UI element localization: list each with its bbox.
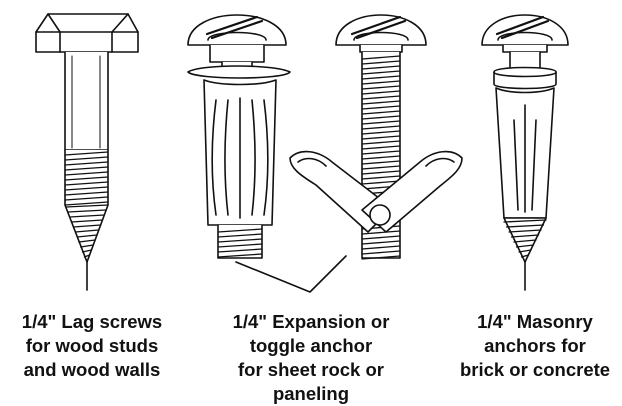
thread-line bbox=[64, 171, 109, 176]
expansion-anchor-icon bbox=[187, 14, 291, 259]
caption-lag-screws: 1/4" Lag screws for wood studs and wood … bbox=[0, 310, 184, 382]
thread-line bbox=[361, 170, 401, 175]
thread-line bbox=[69, 214, 105, 218]
thread-line bbox=[217, 228, 263, 233]
thread-line bbox=[361, 130, 401, 135]
thread-line bbox=[361, 65, 401, 70]
thread-line bbox=[76, 234, 98, 238]
thread-line bbox=[520, 254, 530, 258]
thread-line bbox=[361, 80, 401, 85]
thread-line bbox=[361, 55, 401, 60]
thread-line bbox=[361, 105, 401, 110]
thread-line bbox=[361, 70, 401, 75]
thread-line bbox=[64, 201, 109, 206]
lag-screw-icon bbox=[35, 13, 139, 291]
masonry-anchor-icon bbox=[481, 14, 569, 291]
thread-line bbox=[361, 100, 401, 105]
thread-line bbox=[80, 244, 94, 248]
thread-line bbox=[361, 110, 401, 115]
thread-line bbox=[67, 209, 107, 213]
thread-line bbox=[64, 151, 109, 156]
thread-line bbox=[64, 186, 109, 191]
thread-line bbox=[361, 250, 401, 255]
caption-lag-line-3: and wood walls bbox=[23, 359, 161, 380]
thread-line bbox=[72, 224, 102, 228]
thread-line bbox=[361, 85, 401, 90]
thread-line bbox=[217, 248, 263, 253]
caption-exp-line-4: paneling bbox=[272, 383, 350, 404]
thread-line bbox=[81, 249, 93, 253]
thread-line bbox=[64, 161, 109, 166]
thread-line bbox=[361, 255, 401, 260]
thread-line bbox=[361, 120, 401, 125]
thread-line bbox=[361, 155, 401, 160]
thread-line bbox=[361, 115, 401, 120]
thread-line bbox=[70, 219, 104, 223]
caption-exp-line-2: toggle anchor bbox=[249, 335, 373, 356]
thread-line bbox=[361, 165, 401, 170]
thread-line bbox=[217, 243, 263, 248]
caption-lag-line-1: 1/4" Lag screws bbox=[21, 311, 163, 332]
caption-exp-line-1: 1/4" Expansion or bbox=[232, 311, 390, 332]
caption-mas-line-3: brick or concrete bbox=[459, 359, 611, 380]
thread-line bbox=[361, 175, 401, 180]
thread-line bbox=[505, 224, 545, 228]
thread-line bbox=[64, 191, 109, 196]
thread-line bbox=[361, 95, 401, 100]
thread-line bbox=[361, 230, 401, 235]
thread-line bbox=[217, 253, 263, 258]
caption-exp-line-3: for sheet rock or bbox=[238, 359, 384, 380]
caption-masonry-anchors: 1/4" Masonry anchors for brick or concre… bbox=[448, 310, 622, 382]
thread-line bbox=[361, 75, 401, 80]
thread-line bbox=[361, 135, 401, 140]
thread-line bbox=[518, 249, 532, 253]
thread-line bbox=[361, 60, 401, 65]
caption-bracket bbox=[235, 255, 347, 293]
thread-line bbox=[361, 240, 401, 245]
thread-line bbox=[361, 235, 401, 240]
thread-line bbox=[361, 125, 401, 130]
thread-line bbox=[361, 245, 401, 250]
thread-line bbox=[64, 181, 109, 186]
thread-line bbox=[217, 233, 263, 238]
thread-line bbox=[217, 238, 263, 243]
thread-line bbox=[64, 196, 109, 201]
thread-line bbox=[513, 239, 537, 243]
thread-line bbox=[78, 239, 96, 243]
thread-line bbox=[74, 229, 100, 233]
thread-line bbox=[361, 150, 401, 155]
thread-line bbox=[361, 180, 401, 185]
thread-line bbox=[508, 229, 542, 233]
thread-line bbox=[65, 204, 109, 208]
thread-line bbox=[83, 254, 91, 258]
thread-line bbox=[361, 140, 401, 145]
thread-line bbox=[64, 176, 109, 181]
caption-mas-line-2: anchors for bbox=[484, 335, 586, 356]
thread-line bbox=[64, 156, 109, 161]
caption-mas-line-1: 1/4" Masonry bbox=[477, 311, 593, 332]
caption-lag-line-2: for wood studs bbox=[25, 335, 159, 356]
toggle-anchor-icon bbox=[289, 14, 463, 260]
thread-line bbox=[64, 166, 109, 171]
thread-line bbox=[503, 219, 547, 223]
thread-line bbox=[361, 90, 401, 95]
thread-line bbox=[361, 160, 401, 165]
thread-line bbox=[510, 234, 540, 238]
thread-line bbox=[515, 244, 535, 248]
caption-expansion-toggle: 1/4" Expansion or toggle anchor for shee… bbox=[206, 310, 416, 406]
thread-line bbox=[361, 145, 401, 150]
